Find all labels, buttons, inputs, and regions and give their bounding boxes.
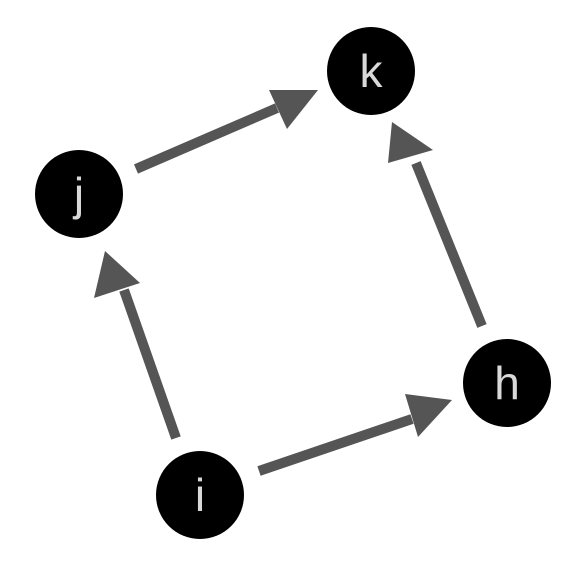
edge-i-to-h-shaft <box>257 414 414 476</box>
node-i-circle <box>156 451 244 539</box>
node-k: k <box>327 27 415 115</box>
edge-j-to-k-arrowhead <box>269 90 318 129</box>
node-j-label: j <box>72 168 84 220</box>
edge-i-to-h <box>257 394 452 476</box>
edge-j-to-k <box>134 90 318 174</box>
node-h-circle <box>463 339 551 427</box>
edge-h-to-k-shaft <box>411 161 487 328</box>
edge-h-to-k <box>388 122 487 328</box>
node-k-label: k <box>360 45 384 97</box>
edge-i-to-j <box>94 251 181 440</box>
node-i: i <box>156 451 244 539</box>
edge-j-to-k-shaft <box>134 103 279 174</box>
node-h-label: h <box>494 357 520 409</box>
node-j: j <box>35 150 123 238</box>
edge-i-to-j-shaft <box>119 288 181 440</box>
node-i-label: i <box>195 469 205 521</box>
edge-i-to-j-arrowhead <box>94 251 140 298</box>
node-j-circle <box>35 150 123 238</box>
edge-i-to-h-arrowhead <box>405 394 452 437</box>
edge-h-to-k-arrowhead <box>388 122 433 163</box>
node-k-circle <box>327 27 415 115</box>
node-h: h <box>463 339 551 427</box>
